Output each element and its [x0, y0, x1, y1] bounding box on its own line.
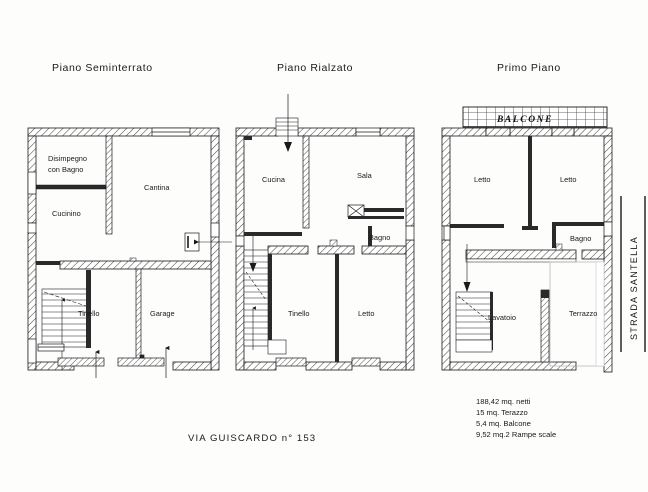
- plan-title-seminterrato: Piano Seminterrato: [52, 62, 153, 74]
- balcony-label: BALCONE: [496, 115, 553, 125]
- plan-primo: BALCONE: [441, 106, 613, 373]
- room-label-cucinino: Cucinino: [52, 209, 81, 218]
- plan-title-primo: Primo Piano: [497, 62, 561, 74]
- room-label-letto-r: Letto: [358, 309, 374, 318]
- balcony-slab: BALCONE: [462, 106, 608, 128]
- room-label-disimpegno: Disimpegno: [48, 154, 87, 163]
- area-line-3: 9,52 mq.2 Rampe scale: [476, 430, 556, 439]
- area-line-0: 188,42 mq. netti: [476, 397, 531, 406]
- sheet-caption: VIA GUISCARDO n° 153: [188, 433, 316, 444]
- room-label-bagno-p: Bagno: [570, 234, 591, 243]
- area-summary: 188,42 mq. netti 15 mq. Terazzo 5,4 mq. …: [476, 397, 556, 439]
- plan-title-rialzato: Piano Rialzato: [277, 62, 353, 74]
- room-label-lavatoio: Lavatoio: [488, 313, 516, 322]
- road-strada-santella: STRADA SANTELLA: [620, 196, 646, 352]
- room-label-garage: Garage: [150, 309, 175, 318]
- room-label-cucina: Cucina: [262, 175, 286, 184]
- area-line-1: 15 mq. Terazzo: [476, 408, 528, 417]
- plan-seminterrato: Disimpegno con Bagno Cucinino Cantina Ti…: [27, 127, 232, 378]
- room-label-sala: Sala: [357, 171, 373, 180]
- room-label-letto-2: Letto: [560, 175, 576, 184]
- room-label-tinello-s: Tinello: [78, 309, 100, 318]
- room-label-disimpegno2: con Bagno: [48, 165, 83, 174]
- area-line-2: 5,4 mq. Balcone: [476, 419, 531, 428]
- room-label-terrazzo: Terrazzo: [569, 309, 597, 318]
- room-label-letto-1: Letto: [474, 175, 490, 184]
- room-label-cantina: Cantina: [144, 183, 170, 192]
- road-label: STRADA SANTELLA: [629, 236, 639, 340]
- room-label-tinello-r: Tinello: [288, 309, 310, 318]
- plan-rialzato: Cucina Sala Bagno Tinello Letto: [235, 94, 415, 371]
- room-label-bagno-r: Bagno: [369, 233, 390, 242]
